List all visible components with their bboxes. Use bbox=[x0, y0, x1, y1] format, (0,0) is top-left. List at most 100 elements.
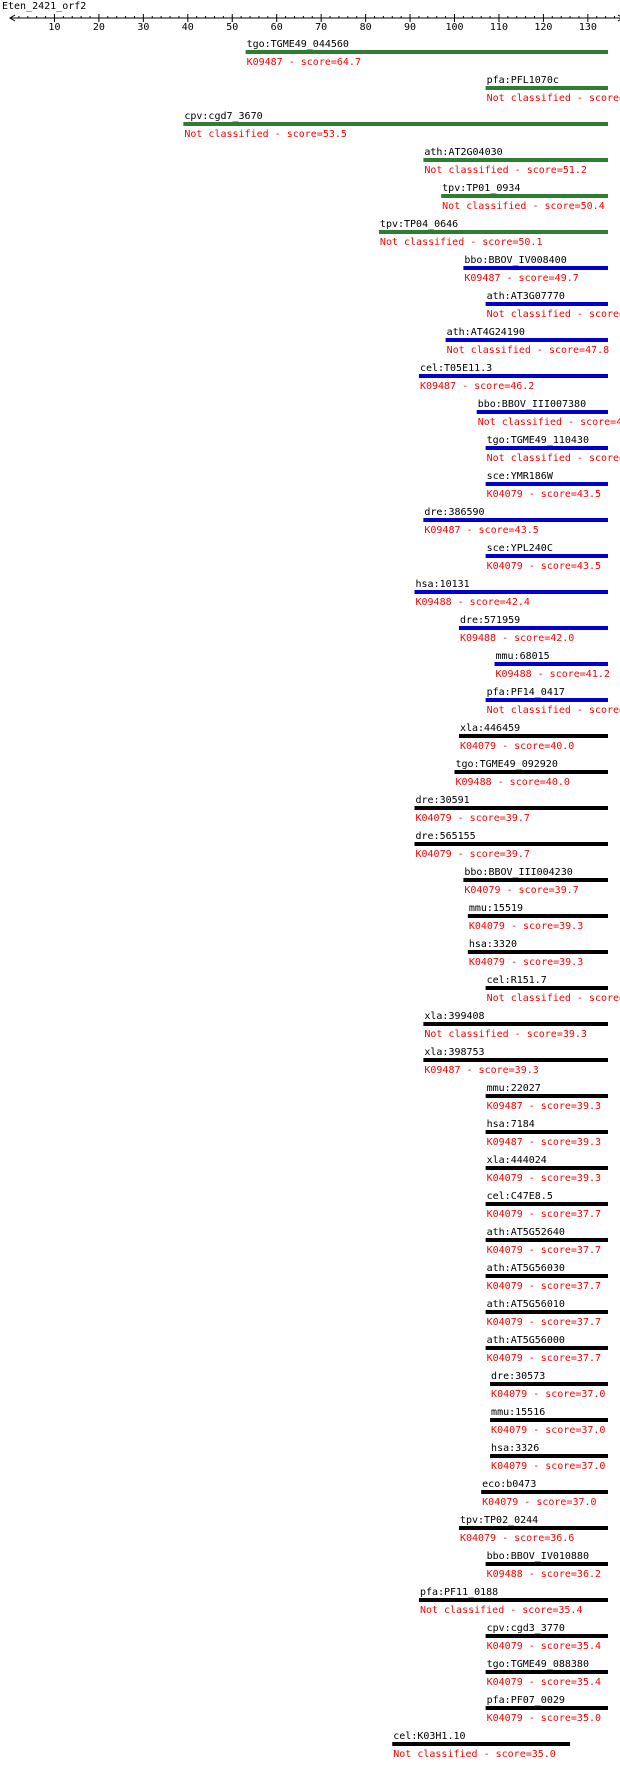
hit-annotation: Not classified - score=51.2 bbox=[424, 165, 587, 176]
hit-label: cel:K03H1.10 bbox=[393, 1731, 465, 1742]
hit-bar bbox=[490, 1418, 608, 1422]
hit-annotation: K04079 - score=37.0 bbox=[491, 1461, 605, 1472]
hit-label: xla:444024 bbox=[487, 1155, 547, 1166]
hit-bar bbox=[494, 662, 608, 666]
hit-annotation: K09488 - score=36.2 bbox=[487, 1569, 601, 1580]
hit-bar bbox=[490, 1454, 608, 1458]
hit-annotation: K04079 - score=39.3 bbox=[469, 921, 583, 932]
hit-annotation: K04079 - score=35.0 bbox=[487, 1713, 601, 1724]
hit-annotation: K09487 - score=39.3 bbox=[487, 1137, 601, 1148]
hit-label: ath:AT4G24190 bbox=[447, 327, 525, 338]
hit-annotation: Not classified - score=45.4 bbox=[478, 417, 620, 428]
hit-bar bbox=[485, 1310, 608, 1314]
hit-label: xla:446459 bbox=[460, 723, 520, 734]
hit-label: dre:386590 bbox=[424, 507, 484, 518]
hit-label: tpv:TP02_0244 bbox=[460, 1515, 538, 1526]
hit-label: mmu:22027 bbox=[487, 1083, 541, 1094]
hit-label: sce:YMR186W bbox=[487, 471, 554, 482]
hit-label: hsa:3320 bbox=[469, 939, 517, 950]
hit-label: dre:565155 bbox=[415, 831, 475, 842]
hit-label: ath:AT5G56030 bbox=[487, 1263, 565, 1274]
hit-bar bbox=[485, 698, 608, 702]
hit-annotation: K04079 - score=39.3 bbox=[487, 1173, 601, 1184]
hit-label: eco:b0473 bbox=[482, 1479, 536, 1490]
hit-annotation: K04079 - score=39.7 bbox=[415, 813, 529, 824]
hit-label: mmu:15519 bbox=[469, 903, 523, 914]
axis-tick-label: 70 bbox=[315, 22, 327, 33]
hit-bar bbox=[485, 1634, 608, 1638]
hit-label: bbo:BBOV_III004230 bbox=[464, 867, 572, 878]
hit-label: ath:AT5G56010 bbox=[487, 1299, 565, 1310]
hit-annotation: Not classified - score=44.3 bbox=[487, 453, 620, 464]
hit-label: tgo:TGME49_044560 bbox=[247, 39, 349, 50]
hit-bar bbox=[490, 1382, 608, 1386]
hit-bar bbox=[378, 230, 608, 234]
hit-label: dre:30573 bbox=[491, 1371, 545, 1382]
axis-tick-label: 50 bbox=[226, 22, 238, 33]
hit-label: ath:AT2G04030 bbox=[424, 147, 502, 158]
hit-label: hsa:10131 bbox=[415, 579, 469, 590]
hit-bar bbox=[485, 86, 608, 90]
hit-bar bbox=[414, 842, 608, 846]
axis-tick-label: 60 bbox=[271, 22, 283, 33]
hit-label: cel:C47E8.5 bbox=[487, 1191, 553, 1202]
hit-bar bbox=[458, 626, 608, 630]
hit-annotation: Not classified - score=53.5 bbox=[184, 129, 347, 140]
axis-tick-label: 30 bbox=[137, 22, 149, 33]
hit-label: cpv:cgd3_3770 bbox=[487, 1623, 565, 1634]
axis-tick-label: 20 bbox=[93, 22, 105, 33]
hit-bar bbox=[485, 1562, 608, 1566]
axis-tick-label: 10 bbox=[48, 22, 60, 33]
hit-bar bbox=[414, 806, 608, 810]
diagram-title: Eten_2421_orf2 bbox=[2, 1, 86, 12]
hit-label: mmu:68015 bbox=[496, 651, 550, 662]
hit-label: sce:YPL240C bbox=[487, 543, 553, 554]
hit-bar bbox=[485, 1094, 608, 1098]
hit-annotation: Not classified - score=49.3 bbox=[487, 309, 620, 320]
axis-tick-label: 130 bbox=[579, 22, 597, 33]
hit-annotation: K04079 - score=37.7 bbox=[487, 1317, 601, 1328]
hit-annotation: Not classified - score=40.4 bbox=[487, 705, 620, 716]
hit-bar bbox=[423, 158, 608, 162]
hit-label: cel:R151.7 bbox=[487, 975, 547, 986]
hit-annotation: K04079 - score=37.0 bbox=[491, 1389, 605, 1400]
hit-annotation: Not classified - score=35.0 bbox=[393, 1749, 556, 1760]
hit-label: dre:30591 bbox=[415, 795, 469, 806]
hit-annotation: K04079 - score=39.7 bbox=[415, 849, 529, 860]
hit-annotation: K04079 - score=40.0 bbox=[460, 741, 574, 752]
hit-bar bbox=[485, 1166, 608, 1170]
hit-label: ath:AT5G56000 bbox=[487, 1335, 565, 1346]
hit-annotation: Not classified - score=47.8 bbox=[447, 345, 610, 356]
hit-label: xla:399408 bbox=[424, 1011, 484, 1022]
hit-annotation: K04079 - score=35.4 bbox=[487, 1641, 601, 1652]
